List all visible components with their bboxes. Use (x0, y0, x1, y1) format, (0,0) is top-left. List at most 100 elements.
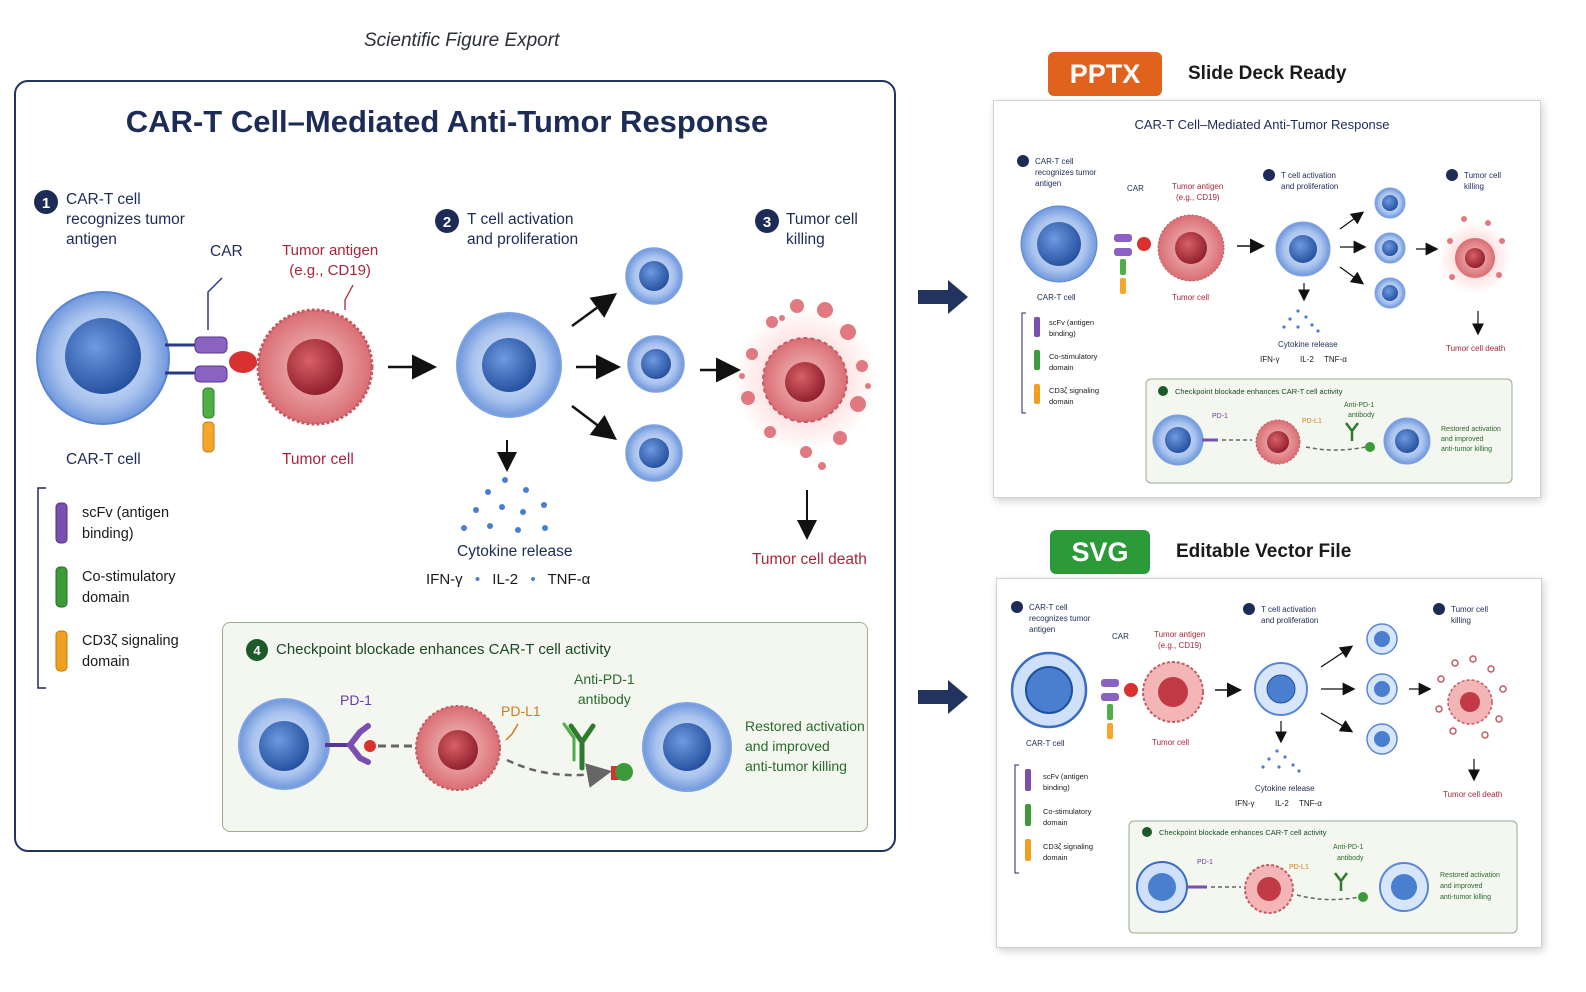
svg-text:CAR-T cell: CAR-T cell (1035, 157, 1074, 166)
cytokine-label: Cytokine release (457, 543, 573, 560)
svg-text:4: 4 (253, 643, 261, 658)
svg-text:CAR-T cell: CAR-T cell (1026, 739, 1065, 748)
svg-text:(e.g., CD19): (e.g., CD19) (1176, 193, 1220, 202)
svg-text:recognizes tumor: recognizes tumor (1035, 168, 1097, 177)
blockade-dashed-arrow (506, 758, 612, 788)
svg-text:CAR-T Cell–Mediated Anti-Tumor: CAR-T Cell–Mediated Anti-Tumor Response (1134, 117, 1389, 132)
svg-text:killing: killing (1464, 182, 1484, 191)
pptx-thumbnail: CAR-T Cell–Mediated Anti-Tumor Response … (993, 100, 1541, 498)
step3-badge: 3 (755, 209, 779, 233)
tumor-antigen-label: Tumor antigen (e.g., CD19) (282, 242, 379, 279)
cytokine-tnf: TNF-α (547, 571, 591, 588)
cytokine-list: IFN-γ • IL-2 • TNF-α (426, 571, 591, 588)
step1-label: CAR-T cell recognizes tumor antigen (66, 191, 185, 248)
svg-text:Anti-PD-1: Anti-PD-1 (1344, 402, 1374, 409)
svg-text:binding): binding) (1049, 329, 1076, 338)
svg-text:scFv (antigen: scFv (antigen (1043, 772, 1088, 781)
svg-text:domain: domain (1049, 363, 1074, 372)
cytokine-ifn: IFN-γ (426, 571, 463, 588)
legend-graphics (37, 487, 68, 689)
svg-text:antibody: antibody (1337, 855, 1364, 862)
pptx-badge: PPTX (1048, 52, 1162, 96)
svg-text:antigen: antigen (1035, 179, 1061, 188)
svg-text:Tumor cell death: Tumor cell death (1443, 790, 1502, 799)
tumor-death-label: Tumor cell death (752, 551, 867, 568)
svg-text:anti-tumor killing: anti-tumor killing (1441, 446, 1492, 453)
svg-text:1: 1 (42, 195, 50, 212)
svg-text:antibody: antibody (1348, 412, 1375, 419)
pd1-receptor (325, 723, 412, 765)
svg-text:(e.g., CD19): (e.g., CD19) (1158, 641, 1202, 650)
svg-text:Cytokine release: Cytokine release (1278, 340, 1338, 349)
cart-cell-label: CAR-T cell (66, 451, 141, 468)
svg-text:anti-tumor killing: anti-tumor killing (1440, 894, 1491, 901)
svg-text:IL-2: IL-2 (1300, 355, 1314, 364)
svg-text:and proliferation: and proliferation (1281, 182, 1338, 191)
pptx-label: Slide Deck Ready (1188, 63, 1347, 84)
svg-text:Restored activation: Restored activation (1440, 872, 1500, 879)
restored-label: Restored activation and improved anti-tu… (745, 718, 865, 774)
dying-tumor-cell (733, 299, 877, 470)
svg-text:Tumor antigen: Tumor antigen (1172, 182, 1223, 191)
svg-text:Checkpoint blockade enhances C: Checkpoint blockade enhances CAR-T cell … (1159, 828, 1327, 837)
step4-badge: 4 (246, 639, 268, 661)
cart-cell-large (36, 291, 170, 425)
svg-text:CD3ζ signaling: CD3ζ signaling (1043, 842, 1093, 851)
svg-text:CAR: CAR (1127, 184, 1144, 193)
anti-pd1-antibody (562, 722, 596, 771)
svg-text:Tumor cell death: Tumor cell death (1446, 344, 1505, 353)
svg-text:Tumor cell: Tumor cell (1152, 738, 1189, 747)
tumor-cell-large (256, 284, 374, 426)
svg-text:T cell activation: T cell activation (1261, 605, 1316, 614)
pdl1-pointer (505, 723, 519, 741)
svg-text:Checkpoint blockade enhances C: Checkpoint blockade enhances CAR-T cell … (1175, 387, 1343, 396)
svg-text:IFN-γ: IFN-γ (1260, 355, 1280, 364)
svg-text:Tumor antigen: Tumor antigen (1154, 630, 1205, 639)
antibody-label: Anti-PD-1 antibody (574, 671, 635, 707)
svg-text:PD-L1: PD-L1 (1302, 418, 1322, 425)
svg-text:PD-1: PD-1 (1197, 859, 1213, 866)
svg-text:domain: domain (1049, 397, 1074, 406)
checkpoint-title: Checkpoint blockade enhances CAR-T cell … (276, 641, 611, 658)
svg-text:killing: killing (1451, 616, 1471, 625)
svg-text:and proliferation: and proliferation (1261, 616, 1318, 625)
svg-text:and improved: and improved (1441, 436, 1484, 443)
daughter-t-cells (625, 247, 685, 482)
svg-text:T cell activation: T cell activation (1281, 171, 1336, 180)
svg-text:Anti-PD-1: Anti-PD-1 (1333, 844, 1363, 851)
svg-text:IFN-γ: IFN-γ (1235, 799, 1255, 808)
svg-text:CAR-T cell: CAR-T cell (1037, 293, 1076, 302)
svg-text:IL-2: IL-2 (1275, 799, 1289, 808)
pdl1-label: PD-L1 (501, 703, 541, 719)
svg-text:TNF-α: TNF-α (1299, 799, 1322, 808)
step2-badge: 2 (435, 209, 459, 233)
cytokine-dots (461, 477, 548, 533)
svg-text:Tumor cell: Tumor cell (1464, 171, 1501, 180)
export-arrows (918, 280, 968, 714)
proliferation-arrows (571, 293, 621, 441)
svg-text:recognizes tumor: recognizes tumor (1029, 614, 1091, 623)
svg-badge: SVG (1050, 530, 1150, 574)
svg-text:Co-stimulatory: Co-stimulatory (1049, 352, 1098, 361)
svg-text:TNF-α: TNF-α (1324, 355, 1347, 364)
svg-text:CAR: CAR (1112, 632, 1129, 641)
pptx-thumbnail-graphics: CAR-T Cell–Mediated Anti-Tumor Response … (1017, 117, 1513, 484)
restored-t-cell (642, 702, 732, 792)
svg-text:Tumor cell: Tumor cell (1172, 293, 1209, 302)
svg-text:Co-stimulatory: Co-stimulatory (1043, 807, 1092, 816)
svg-text:PD-1: PD-1 (1212, 413, 1228, 420)
svg-text:domain: domain (1043, 818, 1068, 827)
svg-text:2: 2 (443, 214, 451, 231)
figure-title: CAR-T Cell–Mediated Anti-Tumor Response (125, 104, 769, 139)
svg-text:CD3ζ signaling: CD3ζ signaling (1049, 386, 1099, 395)
svg-text:Tumor cell: Tumor cell (1451, 605, 1488, 614)
activated-t-cell (456, 312, 562, 418)
checkpoint-graphics: 4 (238, 639, 732, 792)
svg-text:binding): binding) (1043, 783, 1070, 792)
cytokine-il2: IL-2 (492, 571, 519, 588)
svg-text:domain: domain (1043, 853, 1068, 862)
